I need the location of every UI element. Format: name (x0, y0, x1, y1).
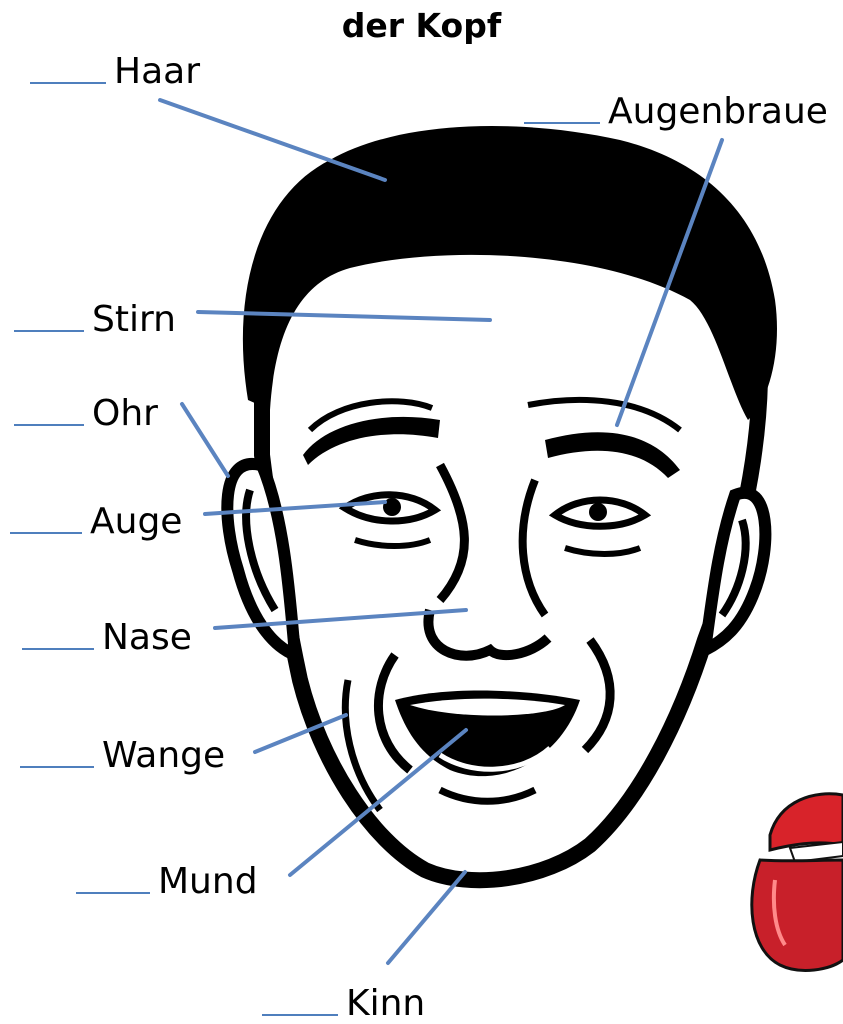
label-text: Mund (158, 864, 258, 900)
answer-blank[interactable] (262, 1014, 338, 1016)
answer-blank[interactable] (14, 424, 84, 426)
leader-stirn (198, 312, 490, 320)
answer-blank[interactable] (22, 648, 94, 650)
label-text: Augenbraue (608, 94, 828, 130)
leader-haar (160, 100, 385, 180)
leader-wange (255, 715, 346, 752)
answer-blank[interactable] (524, 122, 600, 124)
label-wange: Wange (20, 728, 225, 774)
label-augenbraue: Augenbraue (524, 84, 828, 130)
label-text: Ohr (92, 396, 158, 432)
label-text: Kinn (346, 986, 425, 1022)
leader-augenbraue (617, 140, 722, 425)
leader-kinn (388, 872, 465, 963)
label-stirn: Stirn (14, 292, 176, 338)
leader-ohr (182, 404, 228, 476)
label-text: Stirn (92, 302, 176, 338)
worksheet-title: der Kopf (0, 6, 843, 45)
answer-blank[interactable] (76, 892, 150, 894)
label-auge: Auge (10, 494, 182, 540)
answer-blank[interactable] (10, 532, 82, 534)
leader-mund (290, 730, 466, 875)
label-text: Nase (102, 620, 192, 656)
label-mund: Mund (76, 854, 258, 900)
leader-auge (205, 502, 385, 514)
label-haar: Haar (30, 44, 200, 90)
label-text: Wange (102, 738, 225, 774)
answer-blank[interactable] (20, 766, 94, 768)
leader-nase (215, 610, 466, 628)
label-text: Auge (90, 504, 182, 540)
answer-blank[interactable] (14, 330, 84, 332)
label-ohr: Ohr (14, 386, 158, 432)
label-text: Haar (114, 54, 200, 90)
answer-blank[interactable] (30, 82, 106, 84)
label-kinn: Kinn (262, 976, 425, 1022)
label-nase: Nase (22, 610, 192, 656)
